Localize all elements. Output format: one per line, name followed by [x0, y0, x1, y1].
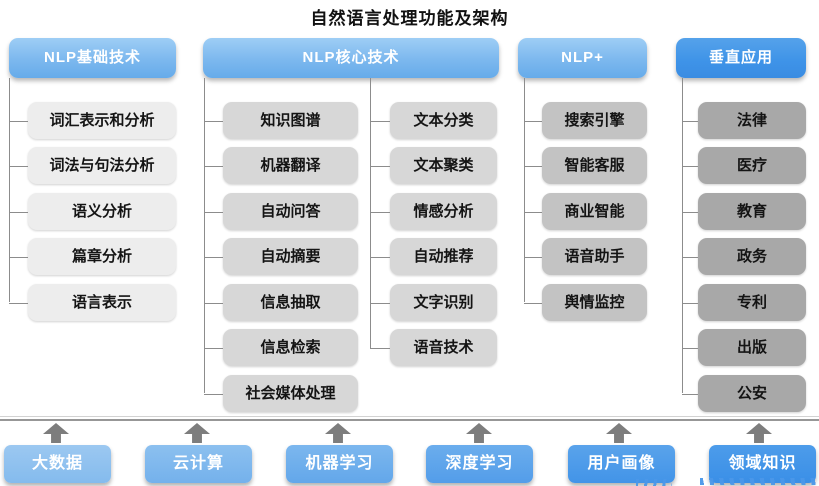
up-arrow-icon — [466, 423, 492, 443]
column-header-nlp-plus: NLP+ — [518, 38, 647, 78]
up-arrow-icon — [184, 423, 210, 443]
node-sentiment-analysis: 情感分析 — [370, 193, 497, 230]
node-patent: 专利 — [682, 284, 806, 321]
watermark-fragment — [636, 479, 672, 486]
node-search-engine: 搜索引擎 — [524, 102, 647, 139]
node-discourse-analysis: 篇章分析 — [9, 238, 176, 275]
column-header-vertical-apps: 垂直应用 — [676, 38, 806, 78]
node-lexical-representation: 词汇表示和分析 — [9, 102, 176, 139]
foundation-user-profiling: 用户画像 — [568, 445, 675, 483]
node-information-retrieval: 信息检索 — [204, 329, 358, 366]
up-arrow-icon — [325, 423, 351, 443]
foundation-cloud-computing: 云计算 — [145, 445, 252, 483]
node-opinion-monitoring: 舆情监控 — [524, 284, 647, 321]
node-social-media-processing: 社会媒体处理 — [204, 375, 358, 412]
column-header-nlp-basic: NLP基础技术 — [9, 38, 176, 78]
node-law: 法律 — [682, 102, 806, 139]
node-ocr: 文字识别 — [370, 284, 497, 321]
tree-trunk-col3 — [524, 78, 525, 302]
page-title: 自然语言处理功能及架构 — [310, 9, 509, 28]
up-arrow-icon — [43, 423, 69, 443]
watermark-fragment — [700, 478, 816, 485]
column-header-nlp-core: NLP核心技术 — [203, 38, 499, 78]
node-knowledge-graph: 知识图谱 — [204, 102, 358, 139]
node-business-intelligence: 商业智能 — [524, 193, 647, 230]
foundation-big-data: 大数据 — [4, 445, 111, 483]
node-language-representation: 语言表示 — [9, 284, 176, 321]
up-arrow-icon — [606, 423, 632, 443]
node-voice-assistant: 语音助手 — [524, 238, 647, 275]
node-text-classification: 文本分类 — [370, 102, 497, 139]
node-public-security: 公安 — [682, 375, 806, 412]
node-auto-recommendation: 自动推荐 — [370, 238, 497, 275]
node-auto-qa: 自动问答 — [204, 193, 358, 230]
tree-trunk-col2-right — [370, 78, 371, 348]
separator-line-dark — [0, 419, 819, 421]
node-auto-summarization: 自动摘要 — [204, 238, 358, 275]
node-information-extraction: 信息抽取 — [204, 284, 358, 321]
foundation-machine-learning: 机器学习 — [286, 445, 393, 483]
tree-trunk-col4 — [682, 78, 683, 393]
foundation-domain-knowledge: 领域知识 — [709, 445, 816, 483]
up-arrow-icon — [746, 423, 772, 443]
node-semantic-analysis: 语义分析 — [9, 193, 176, 230]
node-publishing: 出版 — [682, 329, 806, 366]
tree-trunk-col2-left — [204, 78, 205, 393]
node-smart-customer-service: 智能客服 — [524, 147, 647, 184]
tree-trunk-col1 — [9, 78, 10, 302]
node-machine-translation: 机器翻译 — [204, 147, 358, 184]
node-text-clustering: 文本聚类 — [370, 147, 497, 184]
node-speech-technology: 语音技术 — [370, 329, 497, 366]
node-government: 政务 — [682, 238, 806, 275]
separator-line-light — [0, 416, 819, 417]
node-medical: 医疗 — [682, 147, 806, 184]
node-education: 教育 — [682, 193, 806, 230]
foundation-deep-learning: 深度学习 — [426, 445, 533, 483]
node-morphology-syntax: 词法与句法分析 — [9, 147, 176, 184]
